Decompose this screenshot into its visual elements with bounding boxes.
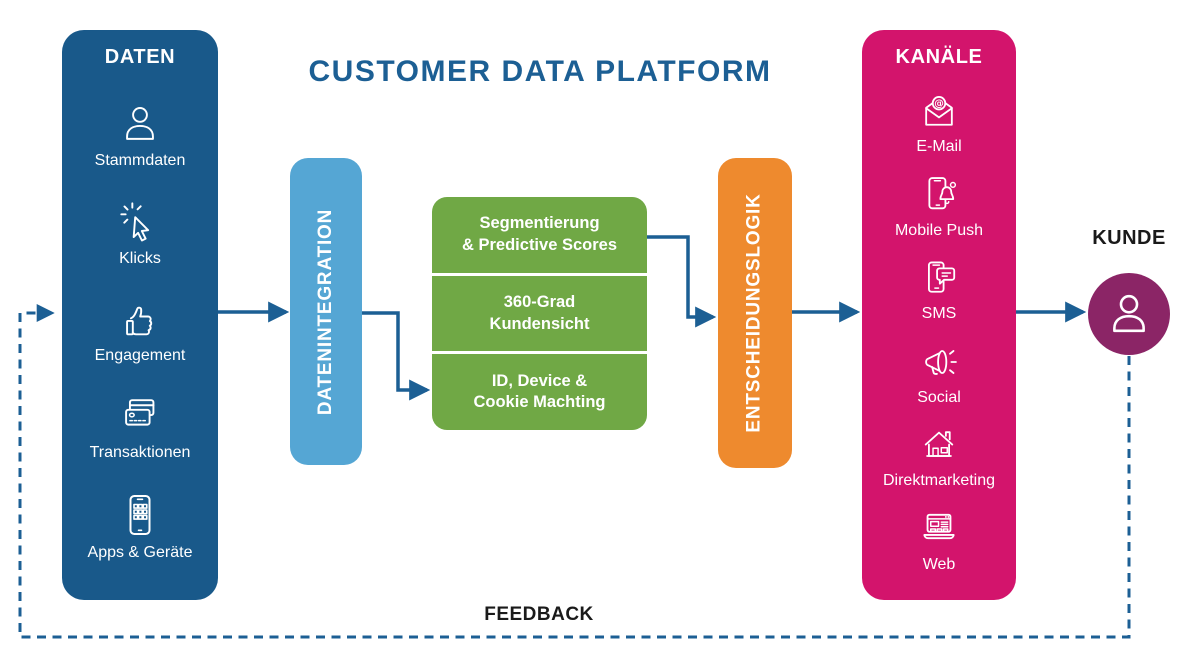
core-row-line: Segmentierung [479,214,600,233]
list-item: Stammdaten [94,101,186,170]
kunde-circle [1088,273,1170,355]
mobile-push-icon [928,176,957,210]
list-item: Transaktionen [89,393,191,462]
cdp-core-box: Segmentierung & Predictive Scores 360-Gr… [432,197,647,430]
arrow-core-to-logic [647,235,717,328]
item-label: Transaktionen [89,444,191,462]
kanaele-box: KANÄLE @ E-Mail Mobile [862,30,1016,600]
core-row-line: Kundensicht [489,314,590,333]
daten-header: DATEN [104,46,176,68]
arrow-integration-to-core [362,311,431,401]
core-row-line: ID, Device & [491,371,588,390]
core-row-line: Cookie Machting [473,393,606,412]
kunde-label: KUNDE [1092,227,1166,249]
core-row-segmentierung: Segmentierung & Predictive Scores [432,197,647,273]
item-label: Mobile Push [894,221,984,239]
email-icon: @ [925,96,953,127]
item-label: Web [922,555,956,573]
cursor-click-icon [120,202,150,242]
feedback-label: FEEDBACK [484,604,594,625]
list-item: Direktmarketing [883,423,995,490]
list-item: Klicks [117,199,163,268]
megaphone-icon [925,349,957,375]
house-icon [924,431,954,458]
logic-bar-label: ENTSCHEIDUNGSLOGIK [744,193,765,433]
kanaele-header: KANÄLE [895,46,983,68]
person-icon [1113,294,1145,333]
item-label: Apps & Geräte [87,543,193,561]
item-label: Klicks [119,249,161,267]
page-title: CUSTOMER DATA PLATFORM [308,55,772,88]
daten-items: Stammdaten Klicks Engagement [62,69,218,600]
daten-box: DATEN Stammdaten Klicks [62,30,218,600]
item-label: Social [917,388,961,406]
thumbs-up-icon [126,306,153,336]
feedback-loop-dashed-arrow [18,304,1131,639]
user-icon [126,107,154,141]
list-item: Apps & Geräte [87,491,193,562]
list-item: @ E-Mail [916,89,962,156]
list-item: Social [917,340,961,407]
laptop-icon [923,513,955,539]
integration-bar: DATENINTEGRATION [290,158,362,465]
item-label: Stammdaten [94,152,186,170]
list-item: SMS [917,256,961,323]
kanaele-items: @ E-Mail Mobile Push [862,69,1016,600]
list-item: Mobile Push [895,173,983,240]
svg-text:@: @ [934,99,944,110]
credit-cards-icon [125,399,155,426]
core-row-line: & Predictive Scores [462,235,617,254]
item-label: Engagement [94,346,186,364]
item-label: E-Mail [916,138,962,156]
integration-bar-label: DATENINTEGRATION [315,208,336,415]
item-label: Direktmarketing [882,472,996,490]
logic-bar: ENTSCHEIDUNGSLOGIK [718,158,792,468]
core-row-line: 360-Grad [503,293,576,312]
sms-icon [928,261,956,293]
smartphone-apps-icon [129,494,151,535]
item-label: SMS [921,305,957,323]
core-row-360-grad: 360-Grad Kundensicht [432,275,647,352]
list-item: Web [917,507,961,574]
core-row-id-matching: ID, Device & Cookie Machting [432,354,647,430]
list-item: Engagement [94,296,186,365]
